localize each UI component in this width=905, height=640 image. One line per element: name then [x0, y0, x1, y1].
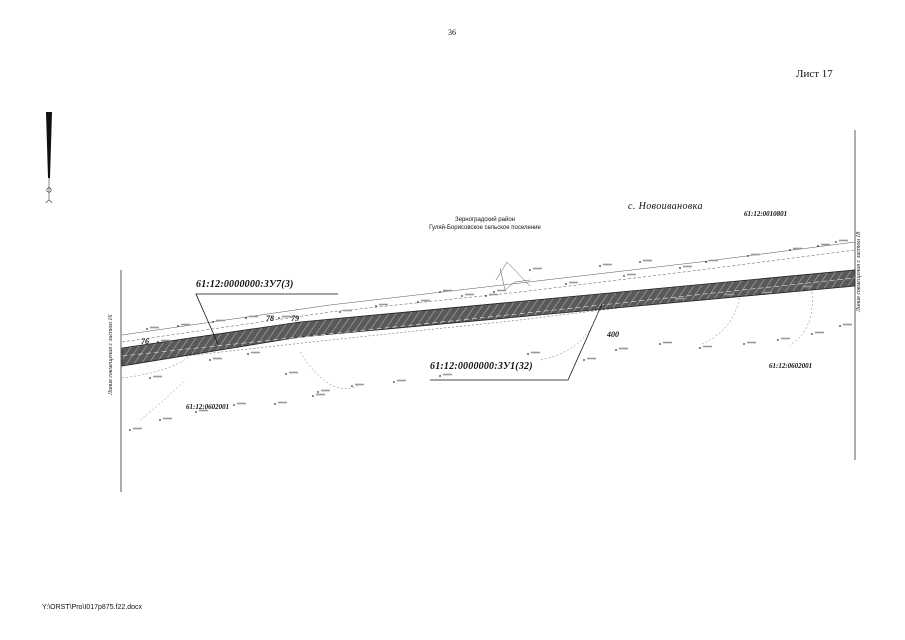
elevation-point: [493, 291, 495, 293]
elevation-point: [839, 325, 841, 327]
elevation-point: [274, 403, 276, 405]
elevation-point: [659, 343, 661, 345]
elevation-point: [599, 265, 601, 267]
elevation-point: [149, 377, 151, 379]
elevation-point: [789, 249, 791, 251]
rural-settlement-name: Гуляй-Борисовское сельское поселение: [429, 225, 541, 231]
elevation-point: [743, 343, 745, 345]
elevation-point: [777, 339, 779, 341]
elevation-point: [278, 317, 280, 319]
elevation-point: [157, 341, 159, 343]
point-number-400: 400: [607, 330, 619, 339]
elevation-point: [212, 321, 214, 323]
elevation-point: [146, 328, 148, 330]
parcel-leaders: [195, 293, 603, 381]
sheet-label: Лист 17: [796, 68, 833, 80]
cadastral-quarter-lower-left: 61:12:0602001: [186, 403, 230, 411]
elevation-point: [671, 299, 673, 301]
elevation-point: [679, 267, 681, 269]
parcel-band: [121, 269, 856, 367]
elevation-point: [439, 375, 441, 377]
elevation-point: [417, 301, 419, 303]
elevation-point: [799, 287, 801, 289]
elevation-point: [177, 325, 179, 327]
elevation-point: [233, 404, 235, 406]
cadastral-quarter-lower-right: 61:12:0602001: [769, 362, 813, 370]
band-center-line: [121, 277, 856, 357]
cadastral-quarter-upper-right: 61:12:0010801: [744, 210, 788, 218]
elevation-point: [817, 245, 819, 247]
elevation-point: [565, 283, 567, 285]
elevation-point: [393, 381, 395, 383]
elevation-point: [811, 333, 813, 335]
elevation-point: [583, 359, 585, 361]
elevation-point: [529, 269, 531, 271]
elevation-point: [312, 395, 314, 397]
elevation-point: [835, 241, 837, 243]
point-number-78: 78: [266, 314, 274, 323]
elevation-point: [195, 411, 197, 413]
match-line-caption-right: Линия совмещения с листом 18: [856, 231, 862, 312]
parcel-label-lower: 61:12:0000000:ЗУ1(32): [430, 361, 533, 372]
elevation-point: [639, 261, 641, 263]
elevation-point: [339, 311, 341, 313]
elevation-point: [747, 255, 749, 257]
elevation-point: [705, 261, 707, 263]
point-number-79: 79: [291, 314, 299, 323]
elevation-point: [317, 391, 319, 393]
elevation-point: [247, 353, 249, 355]
survey-boundaries: [121, 291, 813, 421]
elevation-point: [351, 385, 353, 387]
elevation-marks: [129, 239, 852, 431]
settlement-label: с. Новоивановка: [628, 201, 703, 212]
elevation-point: [721, 295, 723, 297]
elevation-point: [285, 373, 287, 375]
elevation-point: [439, 291, 441, 293]
elevation-point: [375, 305, 377, 307]
elevation-point: [699, 347, 701, 349]
district-name: Зерноградский район: [455, 217, 515, 223]
elevation-point: [209, 359, 211, 361]
district-label: Зерноградский район Гуляй-Борисовское се…: [395, 216, 575, 232]
page-number: 36: [448, 28, 456, 37]
elevation-point: [159, 419, 161, 421]
elevation-point: [129, 429, 131, 431]
elevation-point: [461, 295, 463, 297]
point-number-76: 76: [141, 337, 149, 346]
elevation-point: [759, 293, 761, 295]
elevation-point: [485, 295, 487, 297]
elevation-point: [623, 275, 625, 277]
parcel-label-upper: 61:12:0000000:ЗУ7(3): [196, 279, 294, 290]
match-line-caption-left: Линия совмещения с листом 16: [108, 314, 114, 395]
elevation-point: [245, 317, 247, 319]
file-path: Y:\ORST\Pro\I017p875.f22.docx: [42, 604, 143, 611]
elevation-point: [527, 353, 529, 355]
north-arrow-icon: [45, 112, 53, 204]
elevation-point: [615, 349, 617, 351]
